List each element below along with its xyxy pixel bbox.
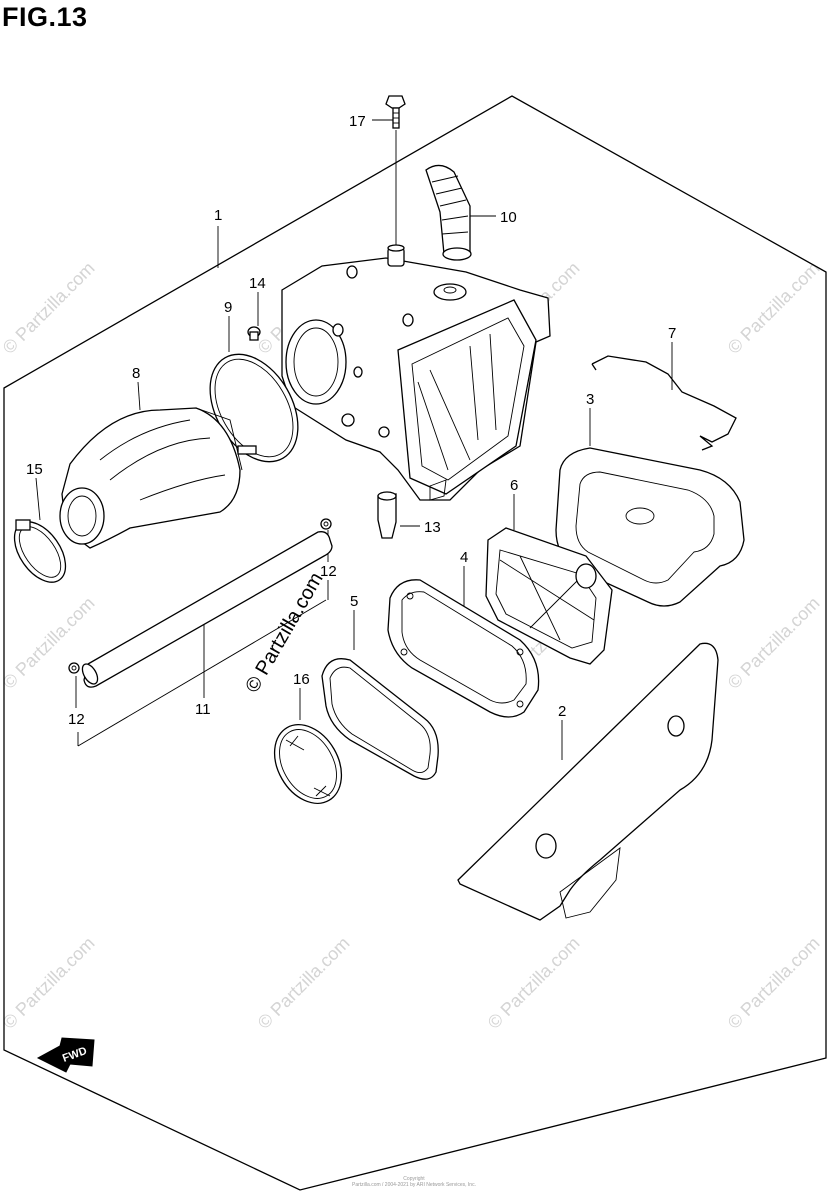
- callout-11: 11: [195, 701, 211, 718]
- callout-1: 1: [214, 207, 222, 224]
- watermark-text: © Partzilla.com: [724, 933, 824, 1033]
- callout-9: 9: [224, 299, 232, 316]
- callout-3: 3: [586, 391, 594, 408]
- figure-title: FIG.13: [2, 2, 88, 32]
- callout-10: 10: [500, 209, 517, 226]
- bolt-part-17: [385, 95, 406, 129]
- side-cover-part-2: [457, 642, 719, 921]
- copyright-line-1: Copyright: [403, 1176, 425, 1182]
- callout-15: 15: [26, 461, 43, 478]
- watermark-text: © Partzilla.com: [724, 593, 824, 693]
- callout-8: 8: [132, 365, 140, 382]
- filter-element-part-3: [555, 447, 745, 607]
- watermark-text: © Partzilla.com: [0, 593, 99, 693]
- gasket-part-5: [321, 658, 439, 780]
- watermark-text: © Partzilla.com: [484, 933, 584, 1033]
- callout-6: 6: [510, 477, 518, 494]
- watermark-text: © Partzilla.com: [254, 933, 354, 1033]
- breather-hose-part-10: [425, 164, 472, 261]
- copyright-footer: Copyright Partzilla.com / 2004-2021 by A…: [0, 1176, 828, 1188]
- spring-part-7: [591, 355, 737, 451]
- intake-boot-part-8: [59, 407, 243, 549]
- callout-13: 13: [424, 519, 441, 536]
- callout-labels: 17 10 1 14 9 7 8 3 15 6 13 4 12 5 16 11 …: [26, 113, 676, 728]
- callout-7: 7: [668, 325, 676, 342]
- callout-16: 16: [293, 671, 310, 688]
- callout-14: 14: [249, 275, 266, 292]
- callout-12-upper: 12: [320, 563, 337, 580]
- element-frame-part-6: [485, 527, 613, 665]
- assembly-outline: [3, 95, 827, 1191]
- cover-frame-part-4: [387, 579, 540, 718]
- callout-4: 4: [460, 549, 468, 566]
- air-cleaner-case-part-1: [281, 244, 551, 501]
- screen-part-16: [273, 724, 343, 804]
- callout-17: 17: [349, 113, 366, 130]
- bolt-part-14: [247, 326, 261, 341]
- copyright-line-2: Partzilla.com / 2004-2021 by ARI Network…: [352, 1182, 476, 1188]
- callout-5: 5: [350, 593, 358, 610]
- clip-part-12-upper: [320, 518, 332, 530]
- callout-2: 2: [558, 703, 566, 720]
- forward-arrow-icon: FWD: [36, 1037, 95, 1073]
- hose-clamp-part-15: [13, 519, 67, 583]
- clip-part-12-lower: [68, 662, 80, 674]
- watermark-text: © Partzilla.com: [724, 258, 824, 358]
- callout-12-lower: 12: [68, 711, 85, 728]
- drain-plug-part-13: [377, 491, 397, 539]
- watermark-text: © Partzilla.com: [0, 933, 99, 1033]
- drain-tube-part-11: [81, 531, 333, 688]
